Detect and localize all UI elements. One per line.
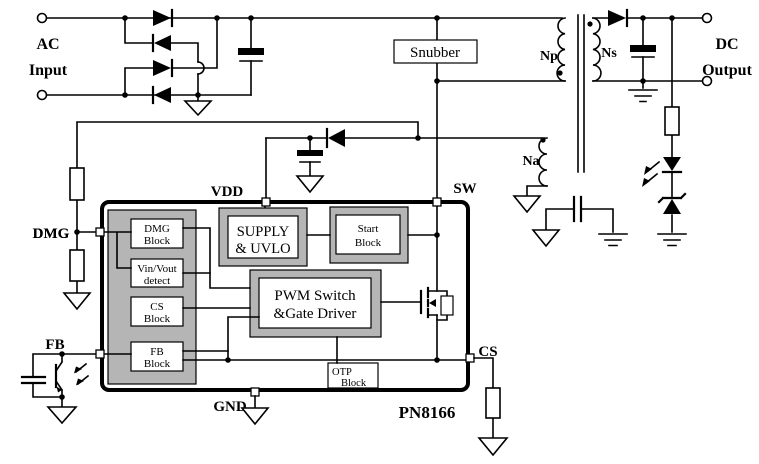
snubber-label: Snubber [410, 45, 460, 61]
pwm-line2: &Gate Driver [274, 306, 357, 322]
pwm-gate-driver-block: PWM Switch &Gate Driver [249, 269, 382, 338]
dmg-resistor-lower [69, 249, 85, 282]
cs-pin-label: CS [478, 344, 497, 360]
fb-pin-label: FB [45, 337, 64, 353]
vin-block-line2: detect [144, 275, 170, 287]
np-label: Np [540, 49, 558, 64]
ns-phase-dot [587, 21, 593, 27]
gnd-pin-ground [240, 395, 270, 426]
bulk-capacitor [238, 48, 264, 62]
gnd-pin [250, 387, 260, 397]
ac-label-line2: Input [29, 62, 68, 79]
fb-block-line1: FB [150, 346, 163, 358]
dmg-block-line2: Block [144, 235, 171, 247]
otp-block: OTP Block [327, 362, 379, 389]
primary-winding-np [556, 17, 566, 82]
vdd-cap-ground-symbol [295, 175, 325, 194]
na-phase-dot [540, 137, 546, 143]
fb-pin [95, 349, 105, 359]
ac-label-line1: AC [36, 36, 59, 53]
cs-pin [465, 353, 475, 363]
bridge-diode-1 [153, 8, 174, 28]
supply-line1: SUPPLY [237, 224, 290, 240]
opto-led [642, 157, 683, 187]
feedback-bias-resistor [664, 106, 680, 136]
sw-pin [432, 197, 442, 207]
dmg-pin-label: DMG [33, 226, 70, 242]
ic-outline [100, 200, 470, 392]
secondary-winding-ns [592, 17, 602, 82]
gnd-pin-label: GND [213, 399, 247, 415]
supply-uvlo-block: SUPPLY & UVLO [218, 207, 308, 267]
fb-capacitor [20, 375, 47, 385]
dmg-node-label: DMG [33, 226, 70, 242]
bridge-diode-3 [153, 58, 174, 78]
ns-label: Ns [601, 46, 617, 61]
y-capacitor [531, 195, 628, 248]
supply-line2: & UVLO [235, 241, 290, 257]
start-line1: Start [358, 223, 379, 235]
snubber-box: Snubber [393, 39, 478, 64]
vin-block-line1: Vin/Vout [137, 263, 176, 275]
vdd-capacitor [295, 150, 325, 194]
zener-diode [657, 192, 687, 214]
cs-sense-resistor [473, 357, 509, 457]
dmg-ground-symbol [62, 292, 92, 311]
chip-name: PN8166 [399, 403, 456, 422]
dc-output-terminals: DC Output [701, 12, 753, 87]
start-block: Start Block [329, 206, 409, 264]
cs-ground-symbol [477, 437, 509, 457]
cs-block-line1: CS [150, 301, 163, 313]
dmg-block: DMG Block [130, 218, 184, 249]
transformer: Np Ns Na [512, 14, 617, 214]
aux-winding-na [538, 137, 548, 187]
dmg-block-line1: DMG [144, 223, 170, 235]
ycap-primary-ground-symbol [531, 229, 561, 248]
cs-block-line2: Block [144, 313, 171, 325]
fb-ground-symbol [46, 406, 78, 425]
dc-terminal-top [701, 12, 713, 24]
zener-earth-ground-symbol [657, 233, 687, 247]
ac-input-terminals: AC Input [29, 12, 68, 101]
dmg-resistor-upper [69, 167, 85, 201]
otp-line2: Block [341, 378, 367, 389]
primary-wires [32, 17, 566, 398]
vdd-pin-label: VDD [211, 184, 244, 200]
start-line2: Block [355, 237, 382, 249]
dmg-pin [95, 227, 105, 237]
bridge-diode-2 [151, 33, 171, 53]
otp-line1: OTP [332, 367, 352, 378]
transformer-core [577, 14, 585, 173]
sw-pin-label: SW [453, 181, 476, 197]
vin-vout-detect-block: Vin/Vout detect [130, 258, 184, 288]
dc-label-line2: Output [702, 62, 752, 79]
np-phase-dot [557, 70, 563, 76]
na-ground-symbol [512, 195, 542, 214]
fb-block-line2: Block [144, 358, 171, 370]
mosfet-arrow [429, 299, 436, 307]
vdd-pin [261, 197, 271, 207]
ycap-earth-ground-symbol [598, 233, 628, 247]
ac-terminal-bottom [36, 89, 48, 101]
cs-block: CS Block [130, 296, 184, 327]
fb-block: FB Block [130, 341, 184, 372]
bridge-ground-symbol [183, 100, 213, 117]
dc-terminal-bottom [701, 75, 713, 87]
power-mosfet [380, 286, 454, 321]
vdd-rectifier-diode [325, 127, 345, 149]
pwm-line1: PWM Switch [274, 288, 356, 304]
bridge-diode-4 [151, 85, 171, 105]
ac-terminal-top [36, 12, 48, 24]
output-cap-earth-ground-symbol [628, 89, 658, 103]
output-capacitor [628, 45, 658, 103]
dc-label-line1: DC [715, 36, 738, 53]
mosfet-sense-cell [440, 295, 454, 316]
output-diode [608, 8, 629, 28]
bridge-rectifier [151, 8, 213, 117]
junction-dots [59, 15, 675, 400]
opto-transistor [46, 353, 90, 425]
na-label: Na [522, 154, 539, 169]
